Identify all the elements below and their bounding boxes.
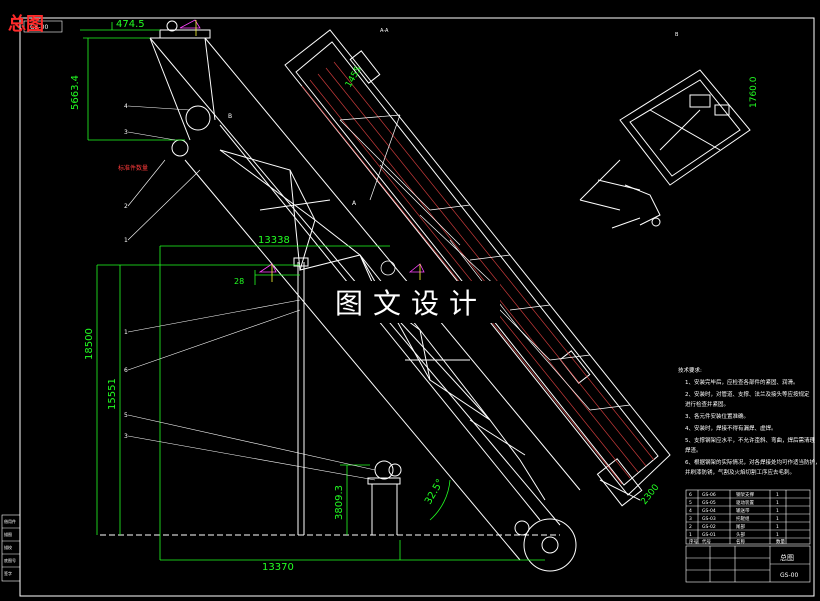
weld-symbols: [179, 19, 425, 282]
red-note: 标准件数量: [118, 164, 148, 172]
leader-label: 3: [124, 433, 128, 440]
corner-label: 总图: [8, 14, 44, 35]
bom-cell: 6: [689, 492, 692, 498]
tech-req-item: 5、支撑钢架应水平，不允许歪斜、弯曲，焊后需清理: [685, 436, 816, 444]
bom-table: [685, 489, 811, 545]
bom-cell: 1: [689, 532, 692, 538]
tech-req-item: 并刷漆防锈，气割及火焰切割工序应去毛刺。: [685, 468, 795, 476]
dim-tall-height: 18500: [84, 328, 95, 360]
dim-left-height: 5663.4: [70, 75, 81, 110]
margin-label: 描校: [4, 544, 12, 550]
bom-cell: 5: [689, 500, 692, 506]
side-view: [579, 69, 751, 229]
title-block-name: 总图: [780, 553, 794, 562]
leader-label: 2: [124, 203, 128, 210]
dim-right-view: 1760.0: [749, 76, 759, 108]
view-label-elev: A: [352, 200, 357, 207]
bom-cell: 1: [776, 524, 779, 530]
dim-mid-width: 13338: [258, 235, 290, 246]
tech-req-item: 进行检查并紧固。: [685, 400, 729, 408]
leader-label: 3: [124, 129, 128, 136]
bom-cell: 驱动装置: [736, 499, 754, 506]
sheet-code: GS-00: [30, 24, 48, 31]
tech-req-item: 3、各元件安装位置准确。: [685, 412, 749, 420]
dim-28: 28: [234, 277, 244, 286]
leader-label: 4: [124, 103, 128, 110]
dimension-lines: [80, 22, 545, 561]
sheet-code-box: GS-00: [23, 20, 63, 33]
leader-numbers: 4 3 2 1 1 6 5 3: [124, 103, 128, 440]
left-margin-labels: 借用件 描图 描校 底图号 签字: [4, 518, 16, 576]
tech-req-item: 2、安装时，对管道、支撑、法兰及接头等应按规定: [685, 390, 810, 398]
bom-cell: 1: [776, 508, 779, 514]
margin-label: 底图号: [4, 557, 16, 563]
bom-header: 数量: [776, 538, 785, 545]
bom-cells: 6 GS-06 钢架支撑 1 5 GS-05 驱动装置 1 4 GS-04 输送…: [689, 491, 785, 545]
bom-cell: GS-04: [702, 508, 716, 514]
title-block-code: GS-00: [780, 572, 798, 579]
bom-cell: 1: [776, 516, 779, 522]
title-block: [685, 545, 811, 583]
bom-cell: GS-06: [702, 492, 716, 498]
view-label-main: A-A: [380, 28, 389, 34]
tech-req-item: 6、根据钢架的实际情况，对各焊接处均可作适当防护，: [685, 458, 820, 466]
bom-cell: GS-05: [702, 500, 716, 506]
view-label-right: B: [675, 32, 679, 38]
leader-label: 1: [124, 237, 128, 244]
top-view: [284, 29, 671, 507]
bom-cell: 1: [776, 500, 779, 506]
bom-cell: 尾部: [736, 523, 745, 530]
dim-height-b: 15551: [107, 378, 118, 410]
bom-header: 序号: [689, 538, 698, 545]
dim-top-view-b: 2300: [639, 482, 661, 506]
tech-req-item: 4、安装时，焊接不得有漏焊、虚焊。: [685, 424, 777, 432]
dim-top-view-a: 1455: [344, 65, 364, 90]
drawing-border: [19, 17, 815, 597]
bom-cell: GS-01: [702, 532, 716, 538]
bom-cell: 3: [689, 516, 692, 522]
bom-cell: GS-02: [702, 524, 716, 530]
margin-label: 描图: [4, 531, 12, 537]
bom-header: 名称: [736, 538, 745, 545]
leader-label: 1: [124, 329, 128, 336]
view-label-side: B: [228, 113, 232, 120]
bom-cell: 1: [776, 492, 779, 498]
bom-cell: 1: [776, 532, 779, 538]
tech-req-item: 焊渣。: [685, 446, 702, 454]
leader-label: 5: [124, 412, 128, 419]
watermark-title: 图文设计: [322, 281, 500, 323]
margin-label: 签字: [4, 570, 12, 576]
bom-cell: GS-03: [702, 516, 716, 522]
dim-angle: 32.5°: [423, 477, 446, 506]
leader-lines: [127, 105, 376, 481]
left-margin-table: [1, 514, 21, 582]
dim-bottom-width: 13370: [262, 562, 294, 573]
bom-cell: 2: [689, 524, 692, 530]
leader-label: 6: [124, 367, 128, 374]
bom-cell: 输送带: [736, 507, 750, 514]
margin-label: 借用件: [4, 518, 16, 524]
dim-base-height: 3809.3: [334, 485, 345, 520]
bom-header: 代号: [702, 538, 711, 545]
tech-requirements: 技术要求: 1、安装完毕后，应检查各部件的紧固、润滑。 2、安装时，对管道、支撑…: [678, 366, 820, 476]
bom-cell: 托辊组: [736, 515, 750, 522]
tech-req-item: 1、安装完毕后，应检查各部件的紧固、润滑。: [685, 378, 799, 386]
tech-req-title: 技术要求:: [678, 366, 702, 374]
bom-cell: 4: [689, 508, 692, 514]
bom-cell: 钢架支撑: [736, 491, 754, 498]
bom-cell: 头部: [736, 531, 745, 538]
top-view-belt: [301, 61, 655, 485]
dim-top-width: 474.5: [116, 19, 145, 30]
